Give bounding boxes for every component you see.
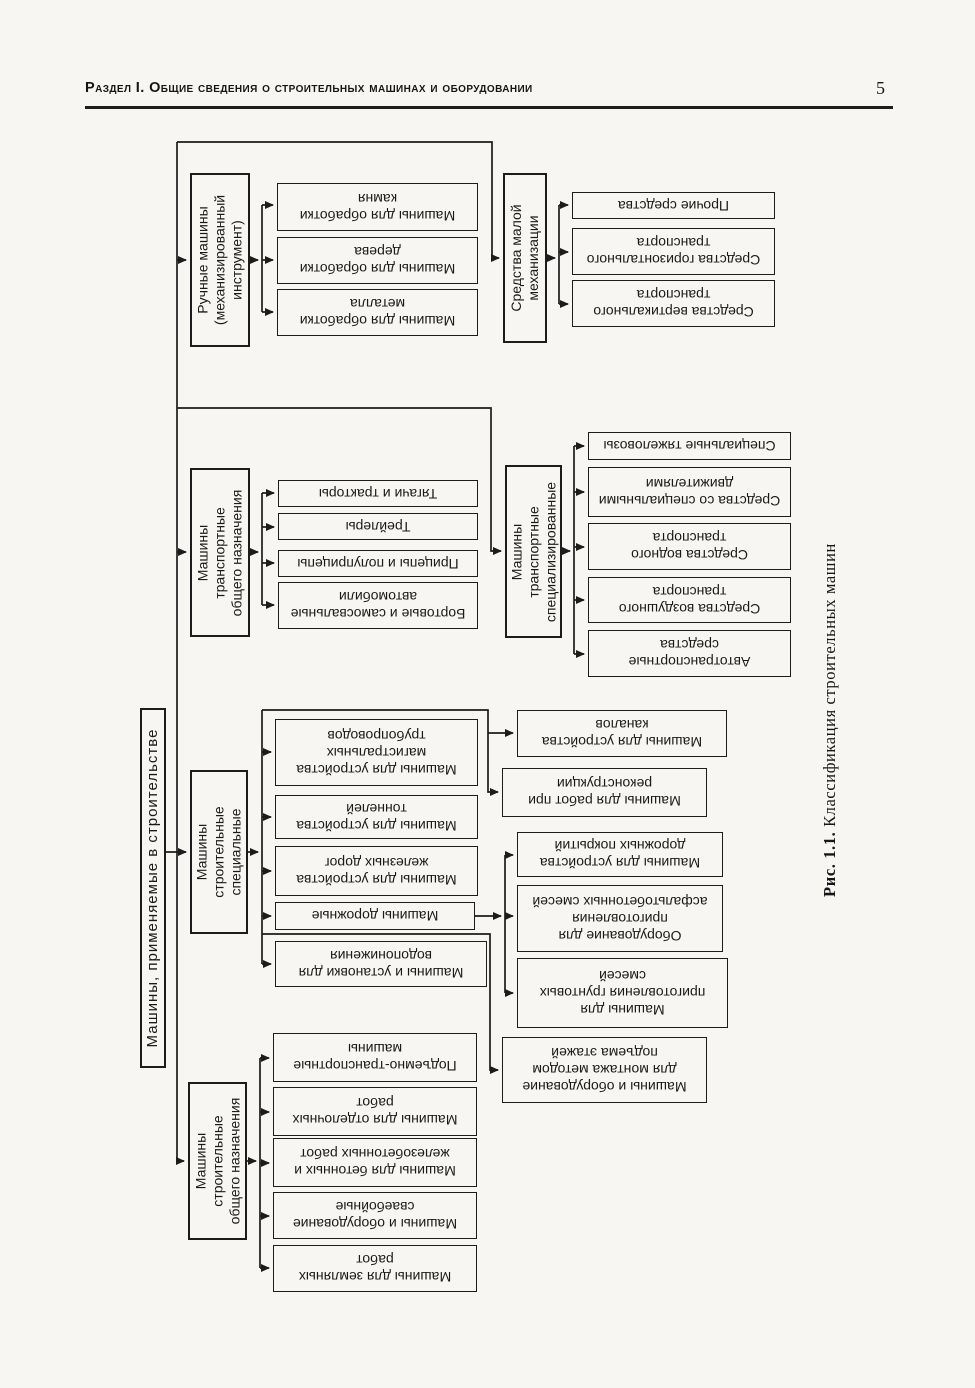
node-label: Трейлеры xyxy=(345,519,411,536)
node-label: Машины строительные общего назначения xyxy=(191,1097,243,1225)
node-pile-driving-machines: Машины и оборудование сваебойные xyxy=(273,1192,477,1239)
node-processing-metal: Машины для обработки металла xyxy=(277,289,478,336)
node-heavy-haulers: Специальные тяжеловозы xyxy=(588,432,791,460)
node-processing-wood: Машины для обработки дерева xyxy=(277,237,478,284)
node-label: Машины для устройства тоннелей xyxy=(296,801,457,835)
node-label: Машины для устройства магистральных труб… xyxy=(296,727,457,779)
figure-caption: Рис. 1.1. Классификация строительных маш… xyxy=(806,505,854,935)
node-label: Бортовые и самосвальные автомобили xyxy=(290,589,466,623)
node-hand-machines-header: Ручные машины (механизированный инструме… xyxy=(190,173,250,347)
node-label: Подъемно-транспортные машины xyxy=(293,1041,457,1075)
root-node-label: Машины, применяемые в строительстве xyxy=(143,728,161,1048)
node-semi-trailers: Прицепы и полуприцепы xyxy=(278,550,478,577)
node-label: Машины для бетонных и железобетонных раб… xyxy=(294,1146,456,1180)
node-dewatering-machines: Машины и установки для водопонижения xyxy=(275,941,487,987)
node-label: Прочие средства xyxy=(617,198,730,215)
node-label: Машины транспортные специализированные xyxy=(507,481,559,622)
root-node: Машины, применяемые в строительстве xyxy=(140,708,166,1068)
figure-caption-text: Рис. 1.1. Классификация строительных маш… xyxy=(820,543,840,897)
node-road-machines: Машины дорожные xyxy=(275,902,475,930)
node-construction-general-header: Машины строительные общего назначения xyxy=(188,1082,247,1240)
node-label: Средства водного транспорта xyxy=(631,530,748,564)
figure-caption-label: Рис. 1.1. xyxy=(819,831,839,897)
node-label: Машины и оборудование для монтажа методо… xyxy=(522,1045,687,1096)
node-label: Средства горизонтального транспорта xyxy=(586,235,761,269)
node-label: Средства воздушного транспорта xyxy=(618,584,761,618)
node-asphalt-plant-equipment: Оборудование для приготовления асфальтоб… xyxy=(517,885,723,952)
node-tunnel-machines: Машины для устройства тоннелей xyxy=(275,795,478,839)
node-label: Машины для обработки дерева xyxy=(299,244,456,278)
page-number: 5 xyxy=(876,78,885,98)
node-water-transport-means: Средства водного транспорта xyxy=(588,523,791,570)
node-label: Машины для работ при реконструкции xyxy=(528,776,681,810)
node-soil-mix-machines: Машины для приготовления грунтовых смесе… xyxy=(517,958,728,1028)
node-label: Машины для устройства дорожных покрытий xyxy=(539,838,701,872)
node-lifting-transport-machines: Подъемно-транспортные машины xyxy=(273,1033,477,1082)
node-canal-machines: Машины для устройства каналов xyxy=(517,710,727,757)
node-label: Средства малой механизации xyxy=(507,204,541,312)
node-finishing-works-machines: Машины для отделочных работ xyxy=(273,1087,477,1136)
node-reconstruction-machines: Машины для работ при реконструкции xyxy=(502,768,707,817)
node-label: Машины для земляных работ xyxy=(298,1252,452,1286)
node-label: Машины для устройства каналов xyxy=(541,717,703,751)
node-label: Автотранспортные средства xyxy=(628,637,751,671)
node-special-propulsion-means: Средства со специальными движителями xyxy=(588,467,791,517)
node-label: Машины для приготовления грунтовых смесе… xyxy=(539,968,706,1019)
node-label: Машины для обработки металла xyxy=(299,296,456,330)
node-label: Машины транспортные общего назначения xyxy=(194,489,245,616)
figure-caption-title: Классификация строительных машин xyxy=(819,543,839,832)
node-horizontal-transport-means: Средства горизонтального транспорта xyxy=(572,228,775,275)
node-road-surface-machines: Машины для устройства дорожных покрытий xyxy=(517,832,723,877)
node-label: Специальные тяжеловозы xyxy=(603,438,776,455)
header-rule xyxy=(85,106,893,109)
node-label: Машины дорожные xyxy=(311,908,439,925)
node-vertical-transport-means: Средства вертикального транспорта xyxy=(572,280,775,327)
node-label: Средства вертикального транспорта xyxy=(593,287,754,321)
node-label: Оборудование для приготовления асфальтоб… xyxy=(532,893,708,945)
node-trailers: Трейлеры xyxy=(278,513,478,540)
node-railway-machines: Машины для устройства железных дорог xyxy=(275,846,478,896)
node-earthmoving-machines: Машины для земляных работ xyxy=(273,1245,477,1292)
node-transport-general-header: Машины транспортные общего назначения xyxy=(190,468,250,637)
node-floor-lifting-machines: Машины и оборудование для монтажа методо… xyxy=(502,1037,707,1103)
node-label: Тягачи и тракторы xyxy=(318,486,438,503)
node-label: Машины и установки для водопонижения xyxy=(298,948,464,982)
node-label: Машины для обработки камня xyxy=(299,191,456,225)
node-dump-trucks: Бортовые и самосвальные автомобили xyxy=(278,582,478,629)
page-header: Раздел I. Общие сведения о строительных … xyxy=(85,80,533,96)
node-transport-specialized-header: Машины транспортные специализированные xyxy=(505,465,562,638)
node-construction-special-header: Машины строительные специальные xyxy=(190,770,248,934)
node-small-mechanization-header: Средства малой механизации xyxy=(503,173,547,343)
node-label: Машины для устройства железных дорог xyxy=(296,855,457,889)
node-air-transport-means: Средства воздушного транспорта xyxy=(588,577,791,623)
node-label: Машины и оборудование сваебойные xyxy=(292,1199,458,1233)
node-label: Ручные машины (механизированный инструме… xyxy=(194,194,245,326)
node-tugs-and-tractors: Тягачи и тракторы xyxy=(278,480,478,507)
node-other-means: Прочие средства xyxy=(572,192,775,219)
node-processing-stone: Машины для обработки камня xyxy=(277,183,478,231)
node-label: Машины для отделочных работ xyxy=(292,1095,458,1129)
node-pipeline-machines: Машины для устройства магистральных труб… xyxy=(275,719,478,786)
node-label: Средства со специальными движителями xyxy=(598,476,781,510)
node-label: Прицепы и полуприцепы xyxy=(297,556,459,573)
node-auto-transport-means: Автотранспортные средства xyxy=(588,630,791,677)
node-label: Машины строительные специальные xyxy=(193,806,244,898)
node-concrete-works-machines: Машины для бетонных и железобетонных раб… xyxy=(273,1138,477,1187)
